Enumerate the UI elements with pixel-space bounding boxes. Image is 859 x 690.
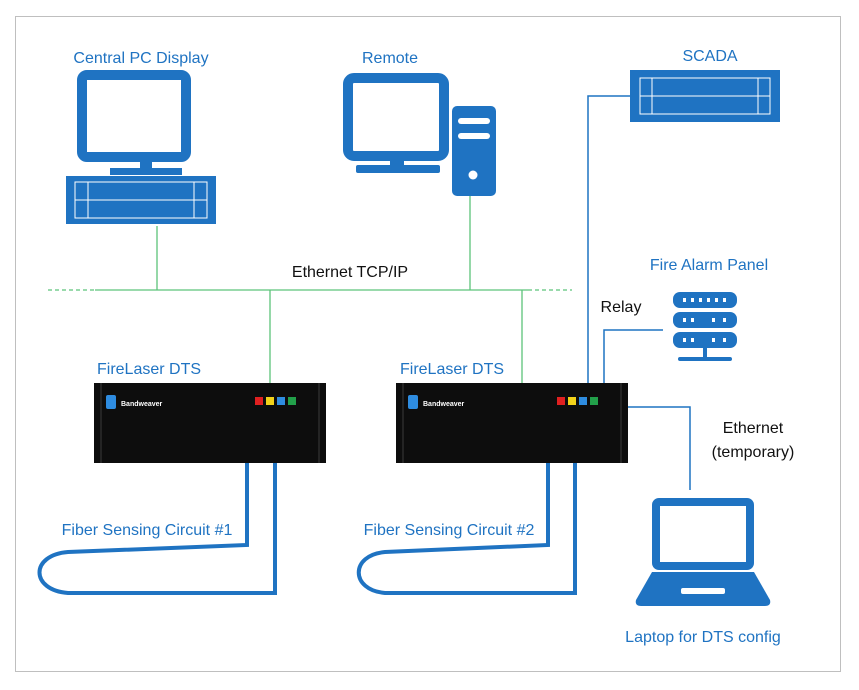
- ethernet-temporary-link: [627, 406, 691, 490]
- remote-pc-icon: [343, 73, 496, 196]
- relay-label: Relay: [601, 299, 642, 316]
- scada-label: SCADA: [682, 48, 737, 65]
- laptop-icon: [635, 498, 771, 606]
- scada-icon: [630, 70, 780, 122]
- ethernet-label: Ethernet: [723, 420, 784, 437]
- central-pc-icon: [66, 70, 216, 224]
- brand-logo-1: Bandweaver: [121, 401, 163, 408]
- dts2-label: FireLaser DTS: [400, 361, 504, 378]
- remote-label: Remote: [362, 50, 418, 67]
- central-pc-label: Central PC Display: [73, 50, 208, 67]
- ethernet-tcpip-label: Ethernet TCP/IP: [292, 264, 408, 281]
- diagram-frame: [15, 16, 841, 672]
- fiber-circuit-1-loop: [37, 463, 277, 595]
- firelaser-dts-unit-1: Bandweaver: [94, 383, 326, 463]
- fiber-circuit-2-label: Fiber Sensing Circuit #2: [364, 522, 535, 539]
- fiber-circuit-1-label: Fiber Sensing Circuit #1: [62, 522, 233, 539]
- scada-link: [587, 95, 630, 383]
- fiber-loops: [37, 463, 577, 595]
- fire-alarm-panel-label: Fire Alarm Panel: [650, 257, 768, 274]
- brand-logo-2: Bandweaver: [423, 401, 465, 408]
- temporary-label: (temporary): [712, 444, 795, 461]
- firelaser-dts-unit-2: Bandweaver: [396, 383, 628, 463]
- relay-link: [603, 329, 663, 383]
- fire-alarm-panel-icon: [673, 292, 737, 361]
- laptop-label: Laptop for DTS config: [625, 629, 781, 646]
- ethernet-bus: [48, 195, 572, 383]
- fiber-circuit-2-loop: [356, 463, 577, 595]
- dts1-label: FireLaser DTS: [97, 361, 201, 378]
- blue-links: [587, 95, 691, 490]
